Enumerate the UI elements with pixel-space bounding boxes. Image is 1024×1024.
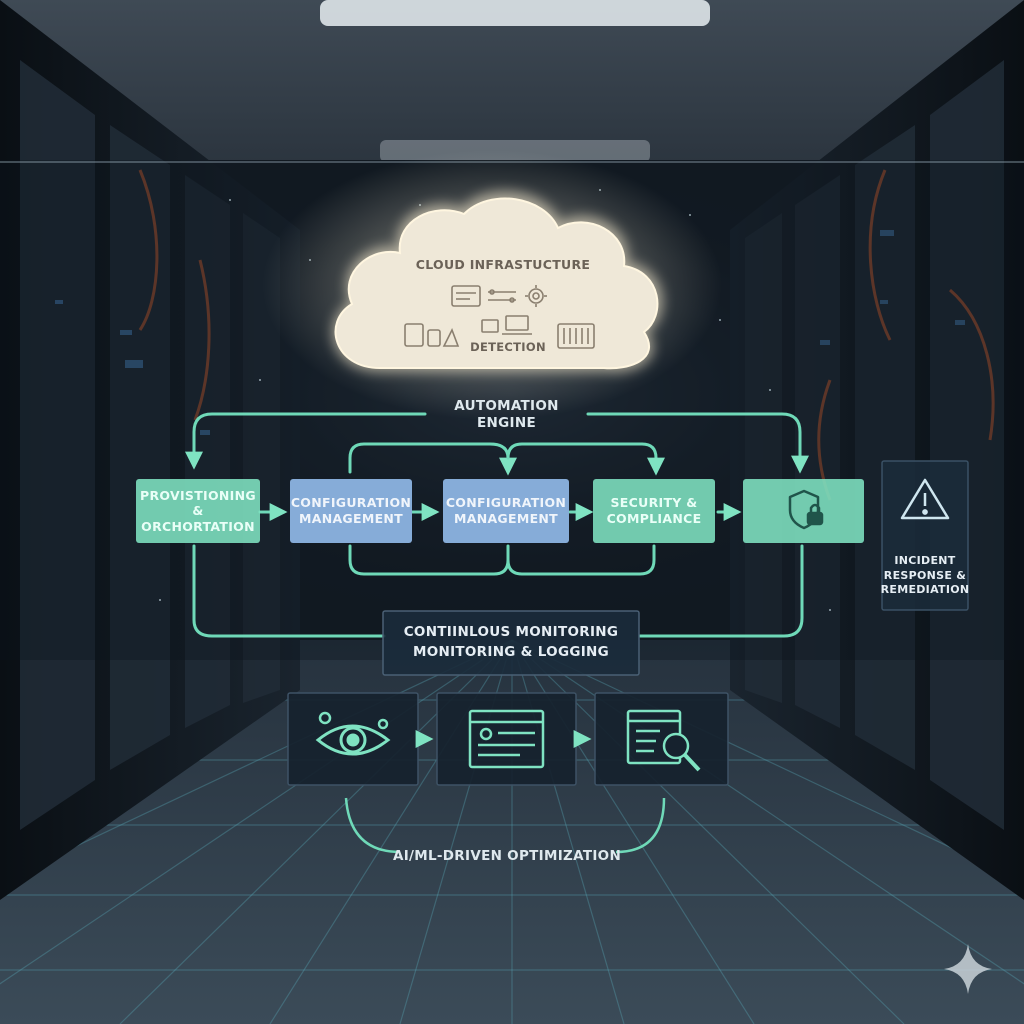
cloud-tools-icon [488,289,516,303]
document-search-icon [626,709,701,772]
incident-label: INCIDENT RESPONSE & REMEDIATION [880,548,970,604]
cloud-title: CLOUD INFRASTUCTURE [415,257,591,273]
monitoring-box [382,610,640,676]
cloud-subtitle: DETECTION [470,339,546,354]
pipeline-label-configuration-1: CONFIGURATION MANAGEMENT [290,479,412,543]
automation-engine-loop [185,412,809,638]
automation-engine-title: AUTOMATION ENGINE [454,398,559,431]
shield-lock-icon [788,489,824,530]
pipeline-label-line2: MANAGEMENT [453,511,558,526]
pipeline-box-provisioning [136,479,260,543]
eye-gear-icon [315,711,391,756]
optimization-title: AI/ML-DRIVEN OPTIMIZATION [392,847,622,864]
pipeline-label-line1: PROVISTIONING [140,487,256,503]
pipeline-label-line2: MANAGEMENT [298,511,403,526]
sparkle-icon [944,944,992,994]
incident-line2: RESPONSE & [883,568,967,582]
cloud-infrastructure-shape [332,191,663,373]
cloud-devices-icon [404,323,460,347]
incident-response-panel [881,460,969,611]
pipeline-label-line1: CONFIGURATION [445,495,567,511]
incident-line3: REMEDIATION [880,583,970,597]
cloud-gear-icon [525,285,547,307]
monitor-card-search [594,692,729,786]
dashboard-icon [468,709,545,769]
monitor-card-dashboard [436,692,577,786]
pipeline-box-configuration-2 [443,479,569,543]
cloud-monitor-icon [451,285,481,307]
cloud-laptop-icon [481,315,532,335]
pipeline-label-line1: SECURITY & [610,495,698,511]
monitoring-line2: MONITORING & LOGGING [412,644,610,660]
pipeline-label-line2: COMPLIANCE [606,511,702,526]
monitoring-label: CONTIINLOUS MONITORING MONITORING & LOGG… [383,611,639,675]
pipeline-label-provisioning: PROVISTIONING & ORCHORTATION [136,479,260,543]
pipeline-label-security: SECURITY & COMPLIANCE [593,479,715,543]
optimization-arc [344,797,666,854]
pipeline-box-configuration-1 [290,479,412,543]
pipeline-box-protected [743,479,864,543]
incident-line1: INCIDENT [894,553,956,567]
pipeline-label-line1: CONFIGURATION [290,495,412,511]
pipeline-box-security [593,479,715,543]
monitoring-line1: CONTIINLOUS MONITORING [403,624,619,641]
cloud-storage-rack-icon [557,323,595,349]
warning-triangle-icon [900,478,950,520]
pipeline-label-configuration-2: CONFIGURATION MANAGEMENT [443,479,569,543]
pipeline-label-line2: & ORCHORTATION [141,503,255,534]
cloud-server-icons [404,285,595,349]
